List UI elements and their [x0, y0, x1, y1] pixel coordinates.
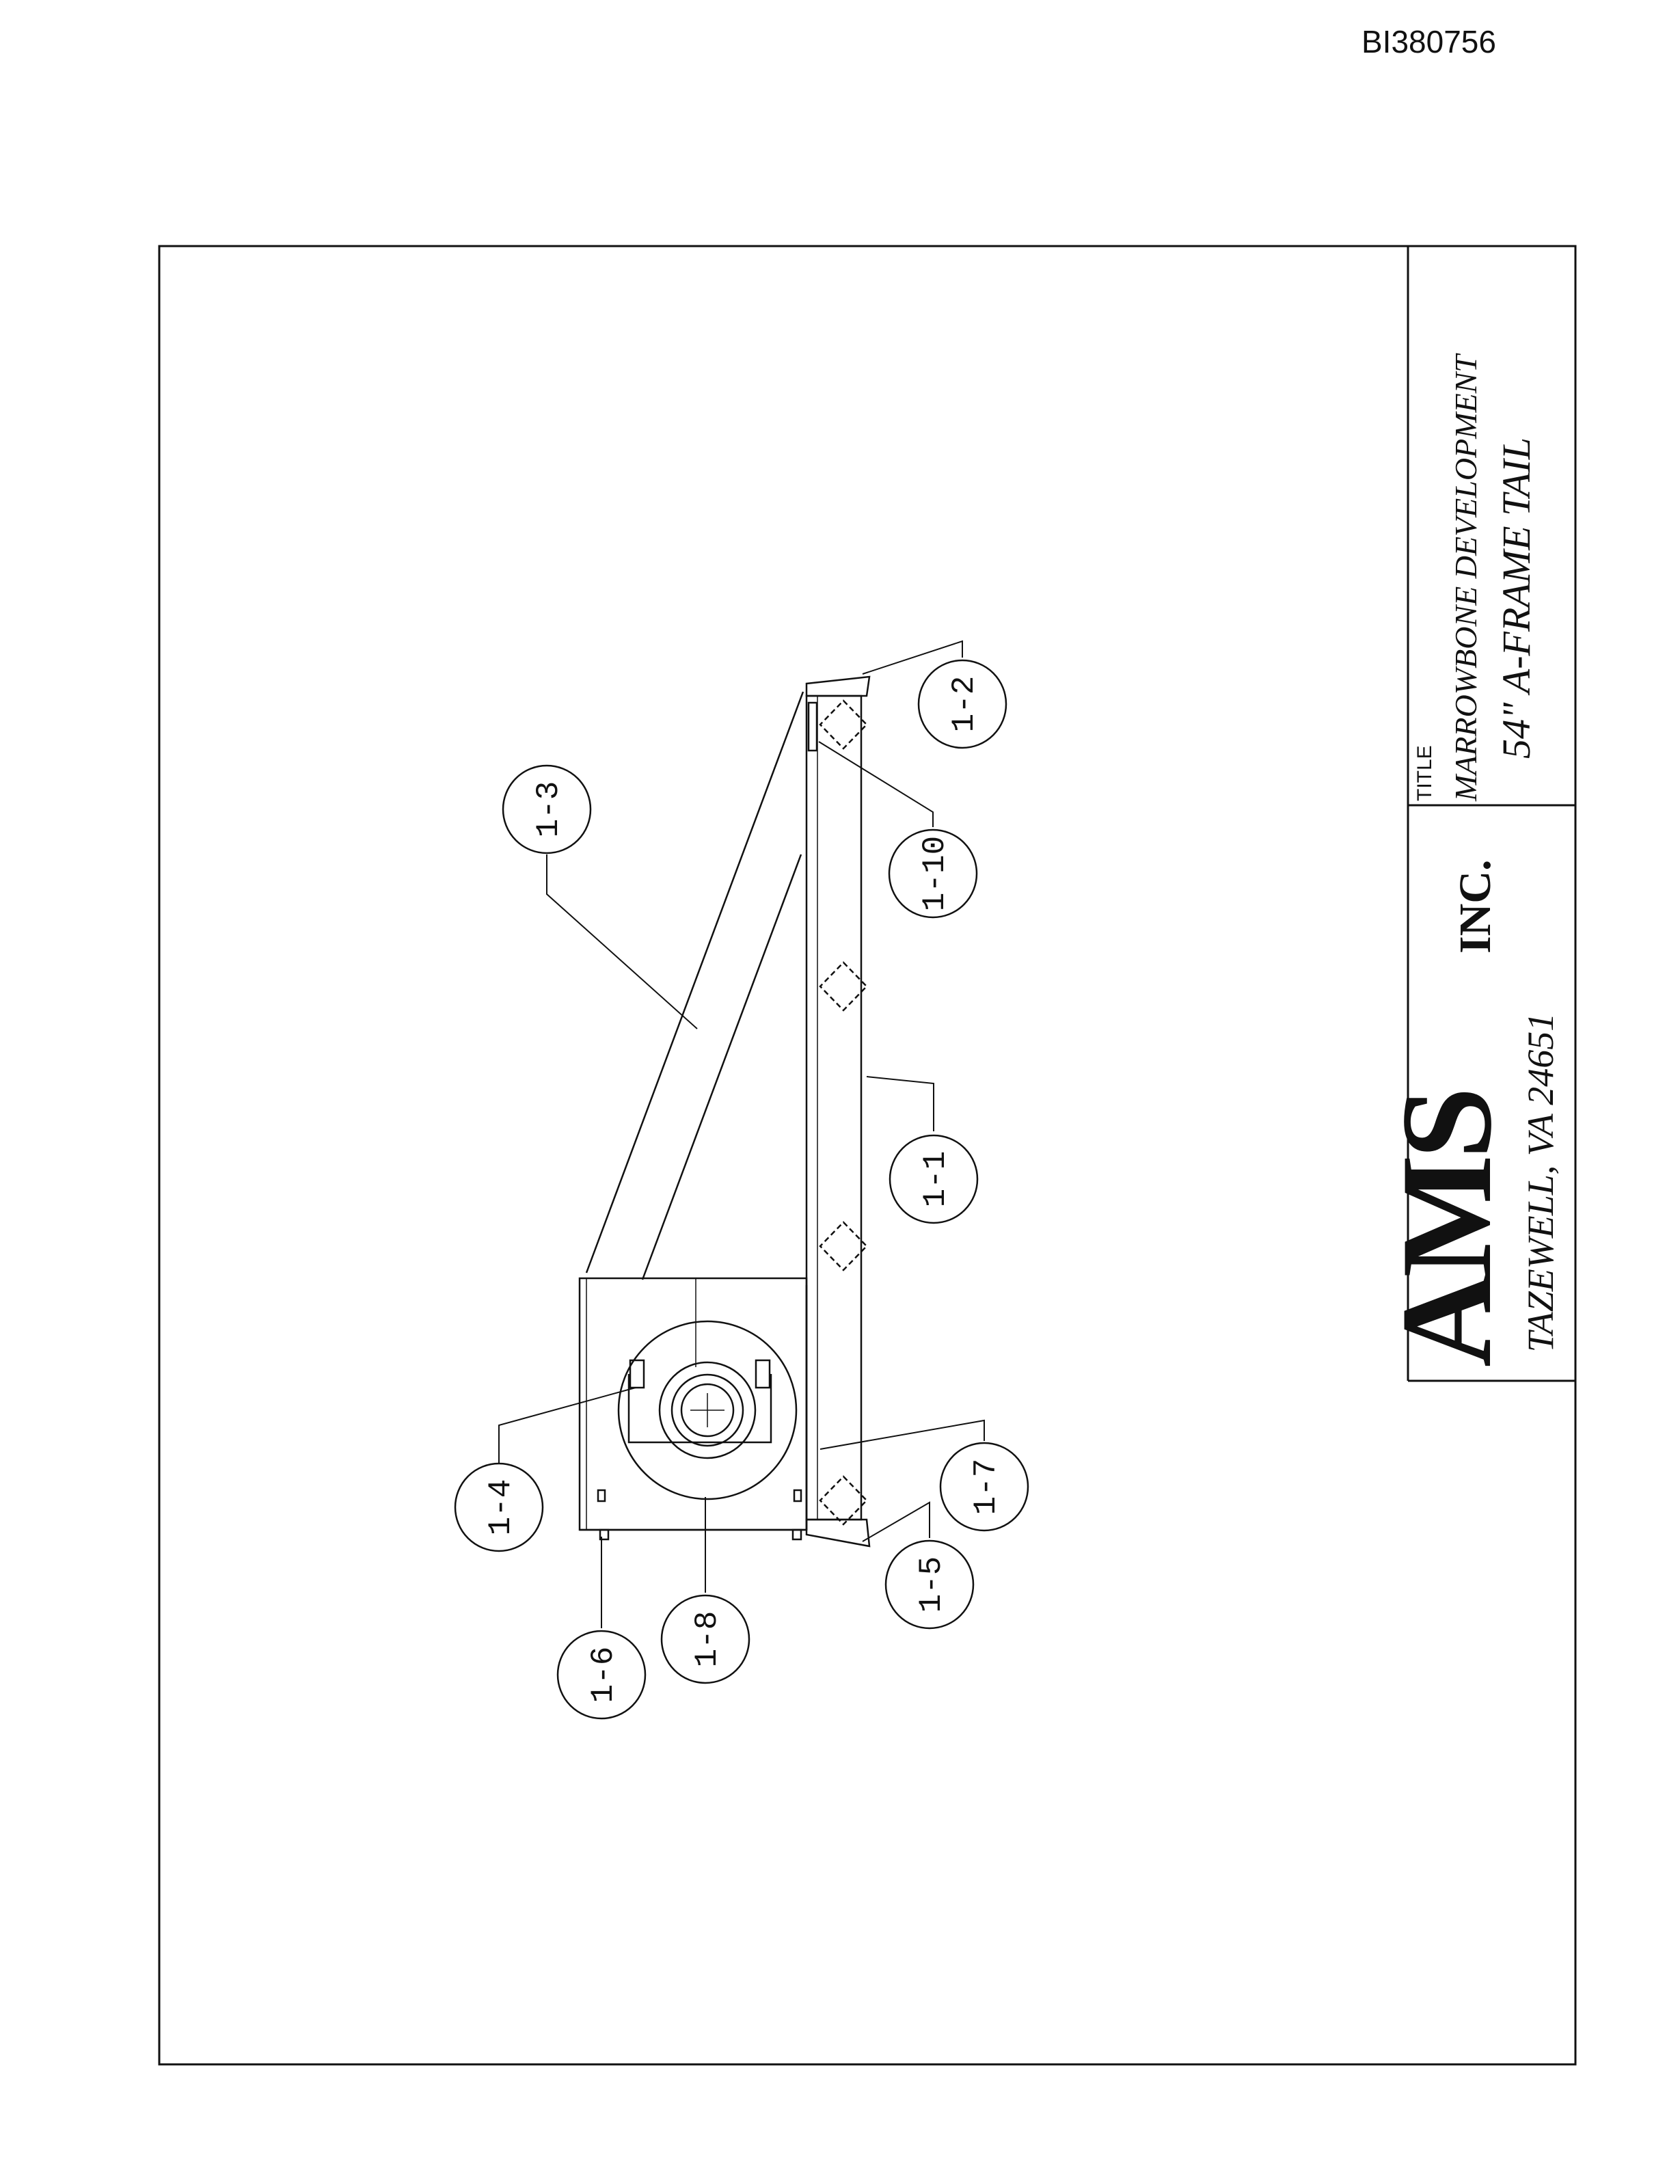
- bolt-hole: [819, 961, 868, 1012]
- title-line-2: 54" A-FRAME TAIL: [1494, 437, 1539, 759]
- title-line-1: MARROWBONE DEVELOPMENT: [1448, 353, 1483, 802]
- bolt-hole: [819, 1221, 868, 1271]
- corner-bolt: [793, 1489, 802, 1502]
- svg-text:1-1: 1-1: [918, 1151, 953, 1208]
- balloon-1-3: 1-3: [502, 764, 592, 854]
- tail-pulley: [617, 1320, 798, 1500]
- pulley-housing: [578, 1277, 808, 1531]
- diagonal-brace-inner: [641, 854, 802, 1280]
- balloon-1-6: 1-6: [556, 1630, 647, 1720]
- svg-text:1-3: 1-3: [531, 781, 567, 838]
- svg-text:1-7: 1-7: [968, 1459, 1004, 1515]
- balloon-1-7: 1-7: [939, 1442, 1029, 1532]
- corner-bolt: [597, 1489, 606, 1502]
- balloon-1-5: 1-5: [884, 1539, 975, 1630]
- leader-lines: [498, 640, 985, 1628]
- title-block: AMS INC. TAZEWELL, VA 24651 TITLE MARROW…: [1375, 246, 1575, 1382]
- balloon-1-2: 1-2: [917, 659, 1007, 749]
- title-label: TITLE: [1413, 745, 1436, 801]
- logo-text: AMS: [1375, 1091, 1519, 1367]
- a-frame-tail-assembly: [578, 675, 871, 1548]
- balloon-1-8: 1-8: [660, 1594, 750, 1684]
- logo-suffix: INC.: [1450, 859, 1500, 954]
- svg-text:1-6: 1-6: [586, 1647, 621, 1703]
- svg-text:1-8: 1-8: [690, 1611, 725, 1668]
- company-location: TAZEWELL, VA 24651: [1520, 1013, 1561, 1353]
- bearing-assembly: [627, 1359, 772, 1459]
- bottom-bolt: [599, 1528, 610, 1541]
- svg-text:1-5: 1-5: [914, 1556, 949, 1613]
- svg-text:1-4: 1-4: [483, 1479, 519, 1536]
- bolt-hole: [819, 699, 868, 750]
- company-logo: AMS INC.: [1375, 859, 1519, 1367]
- end-plate-bottom: [805, 1518, 871, 1548]
- frame-channel: [805, 695, 863, 1521]
- end-plate-top: [805, 675, 871, 697]
- bolt-hole: [819, 1475, 868, 1526]
- balloon-1-10: 1-10: [888, 828, 978, 919]
- svg-text:1-10: 1-10: [917, 836, 953, 911]
- svg-text:1-2: 1-2: [947, 676, 982, 733]
- balloon-1-4: 1-4: [454, 1462, 544, 1552]
- balloon-1-1: 1-1: [889, 1134, 979, 1224]
- diagonal-brace-outer: [585, 691, 804, 1273]
- bottom-bolt: [791, 1528, 802, 1541]
- mount-plate: [807, 701, 818, 752]
- document-id: BI380756: [1361, 24, 1496, 59]
- sheet-border: [158, 245, 1577, 2066]
